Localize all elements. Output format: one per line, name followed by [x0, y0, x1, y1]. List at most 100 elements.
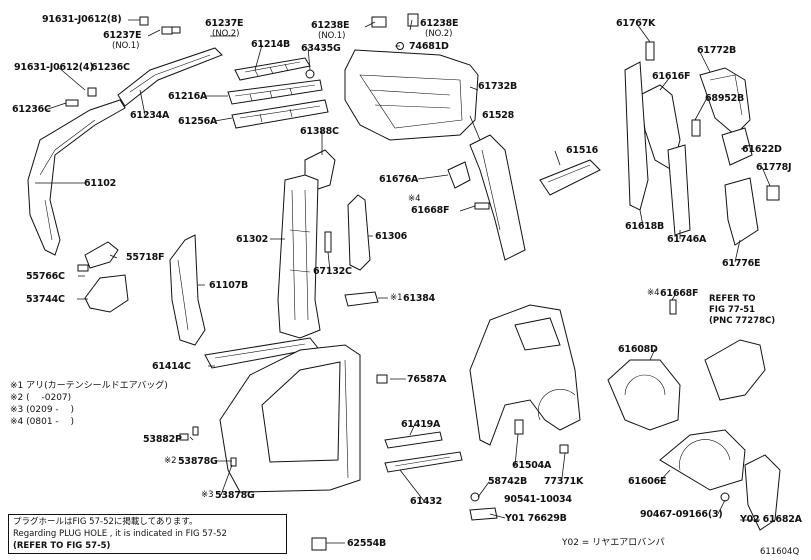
footnote-1: ※1 アリ(カーテンシールドエアバッグ) [10, 381, 168, 391]
part-61618B [624, 61, 649, 211]
label-61676A: 61676A [379, 174, 419, 185]
mark-2: ※2 [164, 456, 177, 466]
part-61384 [344, 291, 379, 307]
mark-4-b: ※4 [647, 288, 660, 298]
label-Y01-76629B: Y01 76629B [505, 513, 567, 524]
label-53878G-b: 53878G [215, 490, 255, 501]
mark-1: ※1 [390, 293, 403, 303]
note-line-2: Regarding PLUG HOLE , it is indicated in… [13, 529, 227, 539]
label-67132C: 67132C [313, 266, 352, 277]
legend-y02: Y02 = リヤエアロバンパ [562, 538, 665, 548]
label-61236C-a: 61236C [91, 62, 130, 73]
label-53882P: 53882P [143, 434, 182, 445]
label-61237E-no2: 61237E [205, 18, 244, 29]
label-61237E-no1-sub: (NO.1) [112, 41, 140, 51]
label-61107B: 61107B [209, 280, 249, 291]
label-53878G-a: 53878G [178, 456, 218, 467]
clip-part-61237E-1 [139, 16, 173, 35]
part-61776E [724, 177, 759, 246]
part-61102 [27, 99, 126, 256]
footnote-3: ※3 (0209 - ) [10, 405, 75, 415]
label-77371K: 77371K [544, 476, 584, 487]
footnote-4: ※4 (0801 - ) [10, 417, 75, 427]
part-61216A [227, 79, 323, 105]
part-61107B [169, 234, 206, 346]
label-61767K: 61767K [616, 18, 656, 29]
label-Y02-61682A: Y02 61682A [740, 514, 802, 525]
footnote-2: ※2 ( -0207) [10, 393, 72, 403]
label-90541-10034: 90541-10034 [504, 494, 572, 505]
label-61214B: 61214B [251, 39, 291, 50]
label-62554B: 62554B [347, 538, 387, 549]
part-61622D [721, 127, 753, 166]
label-61746A: 61746A [667, 234, 707, 245]
note-line-3: (REFER TO FIG 57-5) [13, 541, 111, 551]
label-61668F-b: 61668F [660, 288, 699, 299]
label-61778J: 61778J [756, 162, 792, 173]
label-61237E-no1: 61237E [103, 30, 142, 41]
label-53744C: 53744C [26, 294, 65, 305]
note-line-1: プラグホールはFIG 57-52に掲載してあります。 [13, 517, 198, 527]
refer-line-2: FIG 77-51 [709, 305, 756, 315]
part-61419A [384, 431, 443, 449]
label-61238E-no1-sub: (NO.1) [318, 31, 346, 41]
part-61306 [347, 194, 371, 271]
label-91631-J0612-4: 91631-J0612(4) [14, 62, 94, 73]
part-61256A [231, 99, 329, 129]
part-61432 [384, 451, 463, 473]
part-61676A [447, 161, 471, 189]
label-61302: 61302 [236, 234, 269, 245]
label-61256A: 61256A [178, 116, 218, 127]
label-61618B: 61618B [625, 221, 665, 232]
label-55718F: 55718F [126, 252, 165, 263]
label-61616F: 61616F [652, 71, 691, 82]
label-61516: 61516 [566, 145, 599, 156]
label-91631-J0612-8: 91631-J0612(8) [42, 14, 122, 25]
label-74681D: 74681D [409, 41, 449, 52]
part-61234A [117, 47, 223, 107]
mark-4-a: ※4 [408, 194, 421, 204]
label-61606E: 61606E [628, 476, 667, 487]
label-61238E-no2: 61238E [420, 18, 459, 29]
part-61746A [667, 144, 691, 236]
part-61516 [539, 159, 601, 196]
label-61528: 61528 [482, 110, 515, 121]
label-61306: 61306 [375, 231, 408, 242]
label-61238E-no2-sub: (NO.2) [425, 29, 453, 39]
label-68952B: 68952B [705, 93, 745, 104]
label-61102: 61102 [84, 178, 117, 189]
label-61504A: 61504A [512, 460, 552, 471]
label-61388C: 61388C [300, 126, 339, 137]
label-61622D: 61622D [742, 144, 782, 155]
label-61608D: 61608D [618, 344, 658, 355]
label-76587A: 76587A [407, 374, 447, 385]
label-61384: 61384 [403, 293, 436, 304]
label-55766C: 55766C [26, 271, 65, 282]
label-61432: 61432 [410, 496, 443, 507]
mark-3: ※3 [201, 490, 214, 500]
diagram-id: 611604Q [760, 547, 800, 557]
part-61214B [234, 57, 311, 81]
refer-line-1: REFER TO [709, 294, 756, 304]
part-61302 [277, 174, 321, 339]
part-55718F [84, 241, 119, 269]
part-61528 [469, 134, 526, 261]
label-61237E-no2-sub: (NO.2) [212, 29, 240, 39]
label-61238E-no1: 61238E [311, 20, 350, 31]
part-61772B [699, 67, 751, 136]
label-61732B: 61732B [478, 81, 518, 92]
label-90467-09166: 90467-09166(3) [640, 509, 723, 520]
refer-note: REFER TO FIG 77-51 (PNC 77278C) [709, 294, 775, 327]
label-63435G: 63435G [301, 43, 341, 54]
refer-line-3: (PNC 77278C) [709, 316, 776, 326]
label-61414C: 61414C [152, 361, 191, 372]
part-61606E [659, 429, 746, 491]
label-61668F-a: 61668F [411, 205, 450, 216]
label-61234A: 61234A [130, 110, 170, 121]
label-61776E: 61776E [722, 258, 761, 269]
label-58742B: 58742B [488, 476, 528, 487]
label-61419A: 61419A [401, 419, 441, 430]
plug-hole-note: プラグホールはFIG 57-52に掲載してあります。 Regarding PLU… [8, 514, 287, 554]
label-61236C-b: 61236C [12, 104, 51, 115]
